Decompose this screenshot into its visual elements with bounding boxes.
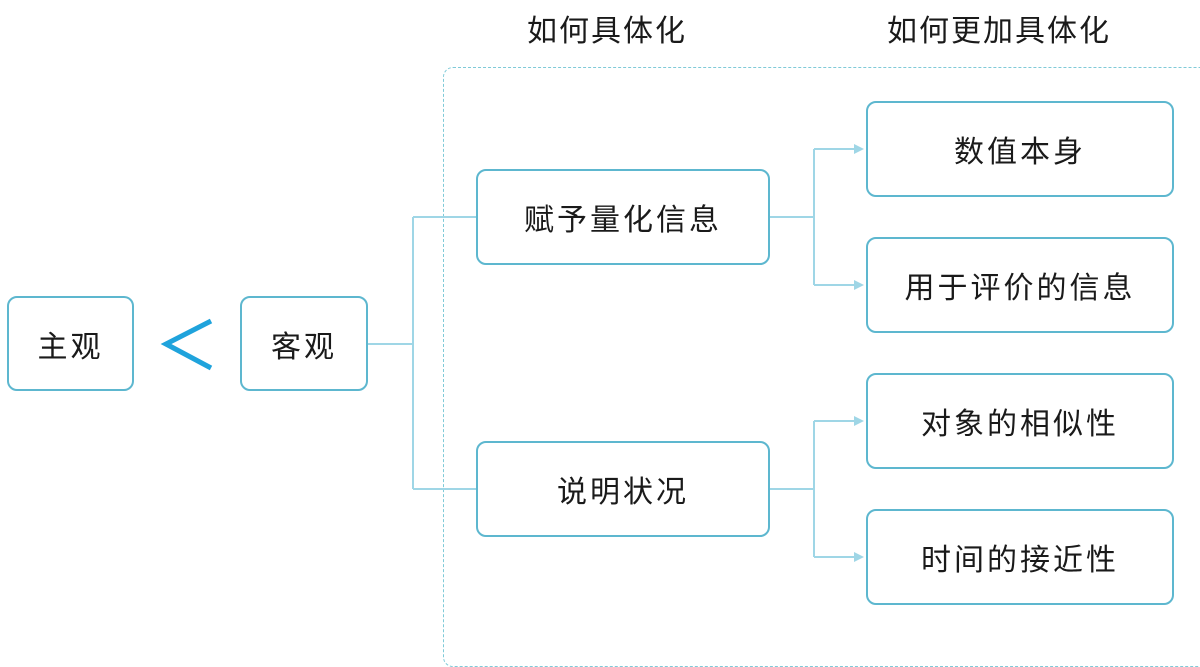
node-give-quantitative-info: 赋予量化信息: [476, 169, 770, 265]
node-explain-situation: 说明状况: [476, 441, 770, 537]
node-subjective-label: 主观: [37, 329, 104, 365]
node-label: 数值本身: [954, 135, 1086, 170]
node-label: 赋予量化信息: [524, 203, 722, 238]
node-label: 对象的相似性: [921, 407, 1119, 442]
node-label: 时间的接近性: [921, 543, 1119, 578]
header-how-to-concretize-further: 如何更加具体化: [887, 14, 1111, 49]
node-label: 用于评价的信息: [904, 271, 1136, 306]
node-objective: 客观: [240, 296, 368, 391]
node-subjective: 主观: [7, 296, 134, 391]
node-objective-label: 客观: [271, 329, 337, 365]
node-value-itself: 数值本身: [866, 101, 1174, 197]
node-info-for-evaluation: 用于评价的信息: [866, 237, 1174, 333]
node-label: 说明状况: [557, 475, 689, 510]
header-how-to-concretize: 如何具体化: [527, 14, 687, 49]
node-time-proximity: 时间的接近性: [866, 509, 1174, 605]
node-object-similarity: 对象的相似性: [866, 373, 1174, 469]
less-than-icon: [160, 318, 213, 371]
